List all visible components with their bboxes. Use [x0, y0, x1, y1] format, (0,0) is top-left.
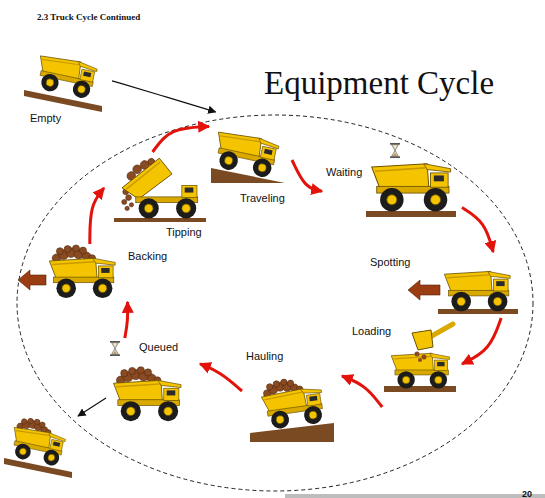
- stage-label: Waiting: [326, 166, 462, 179]
- truck-icon: [49, 245, 115, 298]
- direction-arrow: [18, 270, 46, 290]
- cycle-arrow: [90, 188, 104, 244]
- ground: [114, 218, 206, 222]
- stage-label: Empty: [30, 112, 112, 125]
- stage-label: Spotting: [370, 256, 525, 269]
- direction-arrow: [408, 280, 440, 300]
- cycle-stage: Empty: [26, 50, 112, 127]
- cycle-arrow: [200, 364, 242, 391]
- ground: [250, 423, 334, 442]
- diagram-title: Equipment Cycle: [264, 64, 494, 102]
- section-heading: 2.3 Truck Cycle Continued: [37, 12, 140, 23]
- hourglass-icon: [390, 143, 400, 158]
- label-holder: 20: [522, 483, 532, 498]
- ground: [24, 90, 102, 112]
- cycle-stage: Backing: [16, 244, 180, 302]
- shovel-icon: [412, 324, 453, 362]
- ground: [384, 386, 456, 392]
- truck-icon: [34, 53, 98, 100]
- cycle-arrow: [462, 208, 493, 252]
- ground: [438, 309, 518, 314]
- cycle-arrow: [292, 160, 322, 191]
- ground: [211, 168, 285, 183]
- truck-icon: [211, 130, 280, 180]
- truck-icon: [391, 353, 449, 388]
- cycle-stage: Loading: [348, 321, 462, 407]
- exit-arrow: [78, 398, 106, 416]
- cycle-outline: [17, 115, 533, 491]
- truck-icon: [259, 374, 325, 431]
- cycle-stage: Hauling: [242, 346, 342, 446]
- cycle-stage: Queued: [106, 338, 200, 424]
- label-holder: 2.3 Truck Cycle Continued: [37, 6, 140, 24]
- stage-label: Backing: [128, 250, 180, 263]
- stage-label: Traveling: [240, 192, 292, 205]
- truck-icon: [444, 271, 510, 311]
- cycle-stage: Waiting: [322, 142, 462, 224]
- cycle-arrow: [125, 302, 128, 338]
- cycle-arrow: [153, 126, 209, 152]
- truck-icon: [8, 415, 68, 468]
- tipping-truck-icon: [116, 151, 198, 219]
- footer-bar: [285, 494, 545, 498]
- truck-icon: [114, 367, 181, 422]
- page-number: 20: [522, 489, 532, 498]
- stage-label: Queued: [139, 341, 200, 354]
- stage-label: Loading: [352, 325, 462, 338]
- cycle-stage: Spotting: [366, 252, 525, 318]
- cycle-stage: Tipping: [104, 152, 212, 242]
- stage-label: Hauling: [246, 350, 342, 363]
- cycle-stage: Traveling: [209, 112, 292, 208]
- cycle-arrow: [112, 81, 216, 112]
- hourglass-icon: [110, 341, 120, 356]
- truck-icon: [372, 164, 451, 212]
- stage-label: Tipping: [166, 226, 212, 239]
- title-holder: Equipment Cycle: [264, 64, 494, 102]
- ground: [366, 211, 456, 217]
- cycle-arrow: [462, 318, 501, 364]
- ground: [4, 458, 72, 478]
- cycle-arrow: [342, 376, 382, 407]
